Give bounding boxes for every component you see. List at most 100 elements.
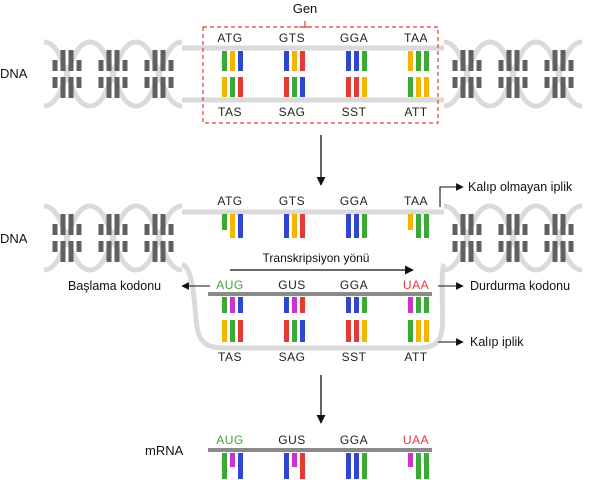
base-bar — [230, 320, 235, 342]
transcription-direction-label: Transkripsiyon yönü — [263, 251, 370, 265]
base-bar — [292, 51, 297, 71]
codon-label: GGA — [340, 194, 368, 208]
helix-rung — [144, 77, 150, 88]
helix-rung — [52, 60, 58, 71]
helix-rung — [498, 60, 504, 71]
helix-rung — [476, 60, 482, 71]
middle-rna-codons: AUG GUS GGA UAA — [216, 278, 429, 292]
dna-helix-layer — [43, 39, 583, 351]
gene-label: Gen — [293, 1, 318, 16]
helix-rung — [122, 60, 128, 71]
top-template-codons: TAS SAG SST ATT — [218, 105, 427, 119]
base-bar — [354, 77, 359, 97]
base-bar — [238, 51, 243, 71]
base-bar — [222, 77, 227, 97]
top-left-helix-strand — [135, 39, 183, 109]
base-bar — [408, 214, 413, 230]
helix-rung — [160, 77, 166, 98]
base-bar — [362, 214, 367, 238]
helix-rung — [106, 50, 112, 71]
helix-rung — [76, 77, 82, 88]
helix-rung — [144, 224, 150, 235]
helix-rung — [98, 241, 104, 252]
helix-rung — [544, 241, 550, 252]
helix-rung — [106, 241, 112, 262]
nucleotide-bases-layer — [208, 51, 432, 479]
helix-rung — [60, 214, 66, 235]
base-bar — [292, 77, 297, 97]
base-bar — [222, 320, 227, 342]
start-codon-text: AUG — [216, 433, 244, 447]
helix-rung — [52, 224, 58, 235]
helix-rung — [544, 77, 550, 88]
base-bar — [300, 453, 305, 479]
codon-label: ATG — [217, 31, 242, 45]
base-bar — [284, 214, 289, 238]
codon-label: TAS — [218, 105, 242, 119]
helix-rung — [76, 241, 82, 252]
base-bar — [354, 51, 359, 71]
base-bar — [230, 297, 235, 313]
codon-label: ATT — [404, 105, 427, 119]
base-bar — [416, 214, 421, 238]
base-bar — [416, 320, 421, 342]
helix-rung — [452, 241, 458, 252]
helix-rung — [552, 77, 558, 98]
helix-rung — [514, 214, 520, 235]
non-template-strand-label: Kalıp olmayan iplik — [468, 180, 573, 194]
middle-right-helix-strand — [489, 203, 537, 273]
codon-label: ATG — [217, 194, 242, 208]
base-bar — [408, 51, 413, 71]
helix-rung — [498, 77, 504, 88]
codon-label: GTS — [279, 194, 305, 208]
helix-rung — [522, 77, 528, 88]
helix-rung — [98, 60, 104, 71]
base-bar — [346, 297, 351, 313]
helix-rung — [506, 50, 512, 71]
helix-rung — [76, 224, 82, 235]
base-bar — [346, 51, 351, 71]
base-bar — [300, 77, 305, 97]
codon-label: TAA — [404, 31, 428, 45]
helix-rung — [168, 77, 174, 88]
codon-label: GGA — [340, 433, 368, 447]
codon-label: GGA — [340, 278, 368, 292]
template-strand-label: Kalıp iplik — [470, 335, 524, 349]
helix-rung — [452, 77, 458, 88]
base-bar — [416, 51, 421, 71]
top-right-helix-strand — [443, 39, 491, 109]
helix-rung — [98, 77, 104, 88]
base-bar — [354, 320, 359, 342]
base-bar — [346, 320, 351, 342]
helix-rung — [468, 241, 474, 262]
middle-template-codons: TAS SAG SST ATT — [218, 350, 427, 364]
helix-rung — [160, 241, 166, 262]
helix-rung — [168, 241, 174, 252]
base-bar — [354, 214, 359, 238]
helix-rung — [460, 214, 466, 235]
helix-rung — [506, 77, 512, 98]
base-bar — [238, 453, 243, 479]
base-bar — [362, 77, 367, 97]
base-bar — [424, 297, 429, 313]
base-bar — [416, 297, 421, 313]
base-bar — [238, 77, 243, 97]
helix-rung — [144, 60, 150, 71]
base-bar — [300, 320, 305, 342]
helix-rung — [560, 241, 566, 262]
helix-rung — [152, 214, 158, 235]
helix-rung — [544, 60, 550, 71]
middle-coding-codons: ATG GTS GGA TAA — [217, 194, 427, 208]
helix-rung — [460, 241, 466, 262]
base-bar — [284, 320, 289, 342]
top-left-helix-strand — [43, 39, 91, 109]
helix-rung — [52, 77, 58, 88]
helix-rung — [552, 214, 558, 235]
base-bar — [300, 51, 305, 71]
stop-codon-text: UAA — [403, 278, 429, 292]
top-left-helix-strand — [89, 39, 137, 109]
mrna-label: mRNA — [145, 443, 184, 458]
base-bar — [238, 297, 243, 313]
helix-rung — [544, 224, 550, 235]
start-codon-label: Başlama kodonu — [68, 279, 161, 293]
